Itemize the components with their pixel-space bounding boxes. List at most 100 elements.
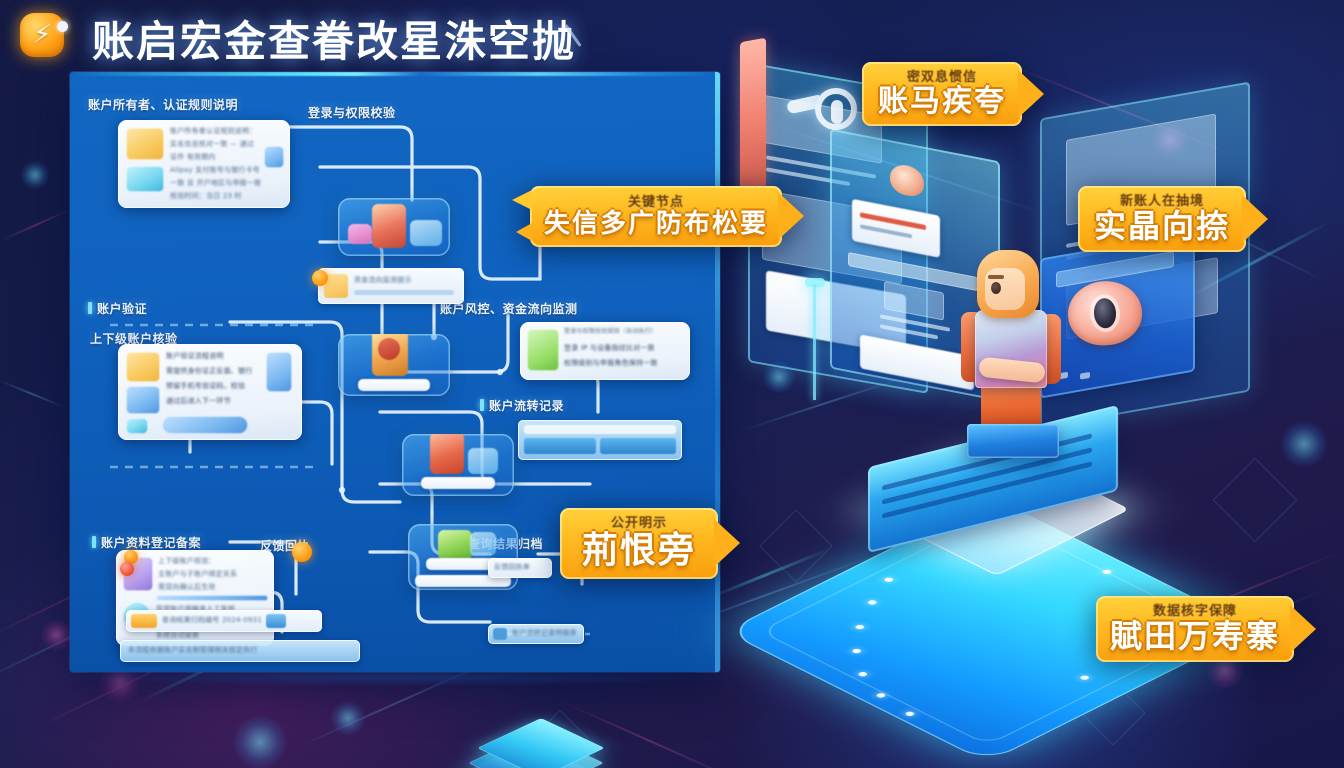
callout-center-bottom[interactable]: 公开明示 荊恨旁 (560, 508, 741, 579)
platform-edge-light (874, 692, 887, 699)
sec-head-account-verify: 账户验证 (88, 300, 147, 317)
pill-footer[interactable]: 本流程依据账户实名制管理相关规定执行 (120, 640, 360, 662)
pill-receipt[interactable]: 反馈回执单 (488, 558, 552, 578)
lamp-head (805, 278, 825, 287)
lightning-shield-badge-icon: ⚡ (20, 13, 68, 57)
card-text: 证件 有效期内 (170, 153, 216, 161)
account-security-flowchart-panel[interactable]: 账户所有者、认证规则说明 账户验证 上下级账户核验 账户资料登记备案 登录与权限… (70, 72, 720, 672)
card-text: 需双向确认后生效 (158, 583, 216, 591)
mascot-ring (815, 88, 857, 130)
card-text: 一致 且 开户地区与申报一致 (170, 179, 262, 187)
pill-hint-icon (324, 274, 348, 298)
operator-avatar[interactable] (955, 250, 1075, 458)
brand-mascot-logo (786, 86, 873, 134)
isometric-account-inspection-scene (724, 37, 1344, 763)
card-login-permission[interactable]: 登录与权限校验规则（自动执行） 登录 IP 与设备指纹比对一致 权限级别与申报角… (520, 322, 690, 380)
card-text: 预留手机号验证码，校验 (166, 382, 246, 390)
surveillance-eye-icon (1065, 278, 1145, 348)
report-screen-shape (470, 532, 496, 556)
pill-hint-1[interactable]: 资金流向监测提示 (318, 268, 464, 304)
card-text: 上下级账户核验： (158, 557, 216, 565)
card-text: 需提供身份证正反面、银行 (166, 367, 253, 375)
panel-ground-glow (70, 668, 720, 686)
card-text: 账户验证流程说明 (166, 352, 224, 360)
avatar-eyebrow (988, 275, 1004, 279)
card-text: 核验时间：当日 23 时 (170, 192, 242, 200)
page-title: 账启宏金查眷改星洙空抛 (92, 17, 577, 66)
callout-arrow (714, 519, 741, 568)
card-text: 登录 IP 与设备指纹比对一致 (564, 344, 655, 352)
node-caption (421, 477, 495, 489)
callout-arrow (1290, 605, 1317, 654)
header-bar: ⚡ 账启宏金查眷改星洙空抛 (0, 0, 1344, 66)
callout-sub: 数据核字保障 (1153, 604, 1238, 619)
callout-scene-top[interactable]: 密双息惯信 账马疾夸 (862, 62, 1044, 126)
platform-edge-light (1078, 674, 1091, 681)
callout-spike (516, 222, 532, 241)
badge-glyph: ⚡ (31, 20, 53, 50)
mascot-pin (831, 100, 843, 124)
card-account-verify[interactable]: 账户验证流程说明 需提供身份证正反面、银行 预留手机号验证码，校验 通过后进入下… (118, 344, 302, 440)
platform-edge-light (856, 671, 869, 678)
platform-edge-light (1100, 568, 1113, 575)
archive-documents-stack (459, 695, 630, 768)
callout-center-left[interactable]: 关键节点 失信多广防布松要 (512, 186, 805, 247)
verify-thumb-icon-3 (126, 418, 148, 434)
callout-sub: 公开明示 (611, 516, 668, 531)
pill-hint-2[interactable]: 账户流转记录明细表 (488, 624, 584, 644)
card-owner-rules[interactable]: 账户所有者认证规则说明： 实名信息核对一致 — 通过 证件 有效期内 Alipa… (118, 120, 290, 208)
hint2-dot-icon (493, 628, 507, 640)
callout-scene-bottom[interactable]: 数据核字保障 賦田万寿寨 (1096, 596, 1317, 663)
callout-main: 荊恨旁 (582, 530, 697, 571)
platform-edge-light (850, 647, 863, 654)
marker-dot-hint[interactable] (312, 270, 328, 286)
node-fund-trace[interactable] (402, 434, 514, 496)
alert-popup-card (852, 198, 940, 258)
card-text: 通过后进入下一环节 (166, 397, 231, 405)
data-beacon-lamp (805, 270, 825, 400)
lamp-pole (813, 284, 816, 400)
marker-dot-receipt[interactable] (292, 542, 312, 562)
sec-head-owner-rules: 账户所有者、认证规则说明 (88, 98, 239, 112)
identity-screen-shape (410, 220, 442, 246)
alert-subbar (860, 224, 912, 239)
platform-edge-light (853, 624, 866, 631)
card-text: Alipay 支付账号与银行卡号 (170, 166, 260, 174)
owner-rules-chart-icon (264, 146, 284, 168)
panel-top-glow-edge (70, 72, 720, 76)
card-text: 实名信息核对一致 — 通过 (170, 140, 255, 148)
sec-head-label: 账户流转记录 (489, 399, 565, 413)
node-lock-audit[interactable] (338, 334, 450, 396)
sec-head-transfer-log: 账户流转记录 (480, 397, 564, 414)
marker-dot-registry[interactable] (124, 550, 138, 564)
card-text: 系统自动留痕 (156, 631, 200, 639)
padlock-keyhole (378, 338, 400, 360)
card-text: 权限级别与申报角色保持一致 (564, 359, 658, 367)
card-text: 登录与权限校验规则（自动执行） (564, 328, 658, 335)
card-text: 异常账户将触发人工复核 (156, 605, 236, 613)
callout-scene-right[interactable]: 新账人在抽境 实晶向捺 (1078, 186, 1269, 253)
panel-right-glow-edge (715, 72, 720, 672)
pill-record[interactable] (518, 420, 682, 460)
pill-label: 本流程依据账户实名制管理相关规定执行 (128, 646, 258, 654)
fund-screen-shape (468, 448, 498, 474)
sec-head-risk-monitor: 账户风控、资金流向监测 (440, 302, 578, 316)
verify-thumb-icon-2 (126, 386, 160, 414)
record-header-bar (524, 425, 676, 434)
callout-arrow (1018, 70, 1044, 118)
record-cell-right (600, 438, 676, 454)
callout-arrow (778, 192, 805, 241)
platform-edge-light (866, 599, 879, 606)
pill-label: 资金流向监测提示 (354, 276, 412, 284)
eye-pupil (1092, 297, 1118, 329)
node-identity-check[interactable] (338, 198, 450, 256)
callout-sub: 密双息惯信 (906, 70, 977, 85)
node-report-output[interactable] (408, 524, 518, 590)
identity-accent-shape (348, 224, 372, 244)
marker-dot-registry-alt[interactable] (120, 562, 134, 576)
pill-archive[interactable]: 查询结果归档编号 2024-0931 (126, 610, 322, 632)
sec-head-upper-lower: 上下级账户核验 (90, 332, 178, 346)
avatar-pedestal (967, 424, 1059, 458)
avatar-lower-body (981, 382, 1041, 432)
